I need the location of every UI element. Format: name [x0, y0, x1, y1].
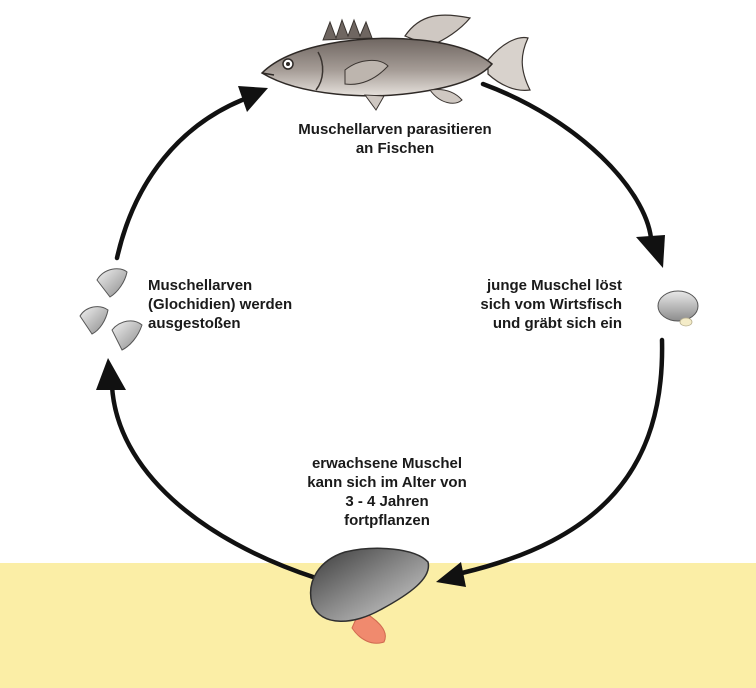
- label-larvae-stage: Muschellarven (Glochidien) werden ausges…: [148, 276, 358, 333]
- label-juvenile-stage: junge Muschel löst sich vom Wirtsfisch u…: [400, 276, 622, 333]
- arrow-fish-to-juvenile: [483, 84, 651, 238]
- arrowhead-1: [636, 235, 665, 268]
- label-fish-stage: Muschellarven parasitieren an Fischen: [240, 120, 550, 158]
- fish-icon: [262, 15, 530, 110]
- arrowhead-4: [238, 86, 268, 112]
- label-adult-stage: erwachsene Muschel kann sich im Alter vo…: [282, 454, 492, 530]
- arrow-larvae-to-fish: [117, 100, 242, 258]
- glochidia-icon: [80, 269, 142, 350]
- arrow-juvenile-to-adult: [462, 340, 662, 573]
- juvenile-mussel-icon: [658, 291, 698, 326]
- adult-mussel-icon: [311, 548, 429, 643]
- arrowhead-2: [436, 562, 466, 587]
- arrowhead-3: [96, 358, 126, 390]
